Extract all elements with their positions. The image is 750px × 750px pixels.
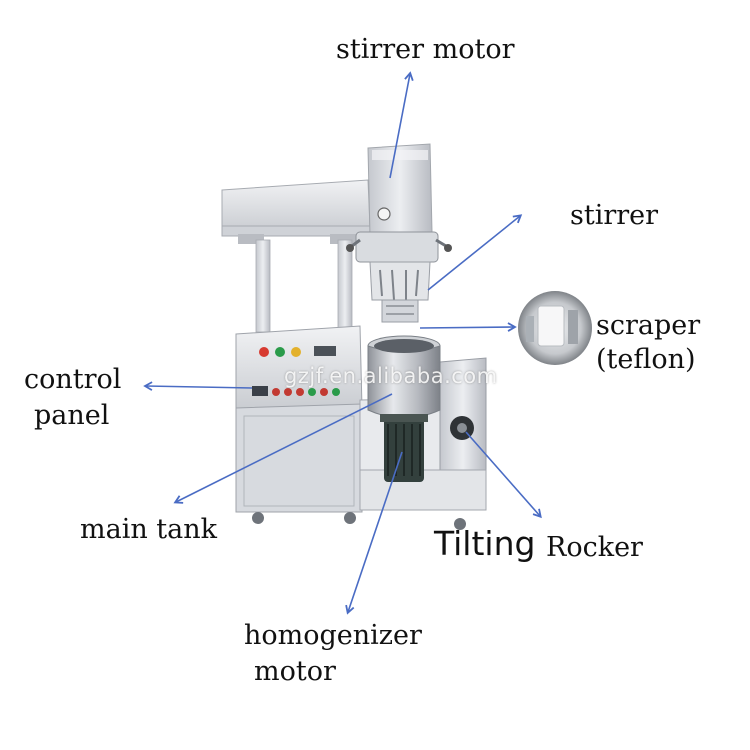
watermark: gzjf.en.alibaba.com	[284, 364, 498, 388]
label-scraper-material: (teflon)	[596, 344, 696, 375]
label-control-panel-line2: panel	[34, 400, 110, 431]
label-homogenizer-line2: motor	[254, 656, 336, 687]
control-cabinet	[235, 325, 363, 524]
arrow-scraper	[419, 322, 517, 332]
scraper-inset-photo	[518, 291, 592, 365]
label-scraper: scraper	[596, 310, 701, 341]
arrow-main-tank	[173, 393, 393, 504]
label-tilting: Tilting	[434, 524, 536, 563]
homogenizer-motor	[380, 414, 428, 482]
label-stirrer-motor: stirrer motor	[336, 34, 515, 65]
arrow-control-panel	[143, 381, 253, 391]
gauge-icon	[377, 207, 391, 221]
callout-arrows	[143, 71, 542, 615]
label-stirrer: stirrer	[570, 200, 659, 231]
arrow-stirrer-motor	[389, 71, 414, 179]
stirrer-motor-housing	[367, 143, 433, 237]
main-tank	[367, 335, 441, 419]
arrow-tilting-rocker	[465, 431, 542, 519]
label-main-tank: main tank	[80, 514, 218, 545]
label-homogenizer-line1: homogenizer	[244, 620, 422, 651]
red-indicator-light	[259, 347, 269, 357]
stirrer-arm	[221, 179, 371, 244]
yellow-indicator-light	[291, 347, 301, 357]
lift-columns	[255, 239, 353, 333]
arrow-stirrer	[427, 214, 523, 291]
label-rocker: Rocker	[546, 532, 643, 563]
arrow-homogenizer-motor	[345, 451, 403, 615]
tank-lid-assembly	[346, 231, 452, 323]
label-control-panel-line1: control	[24, 364, 122, 395]
green-indicator-light	[275, 347, 285, 357]
control-buttons	[272, 388, 340, 396]
